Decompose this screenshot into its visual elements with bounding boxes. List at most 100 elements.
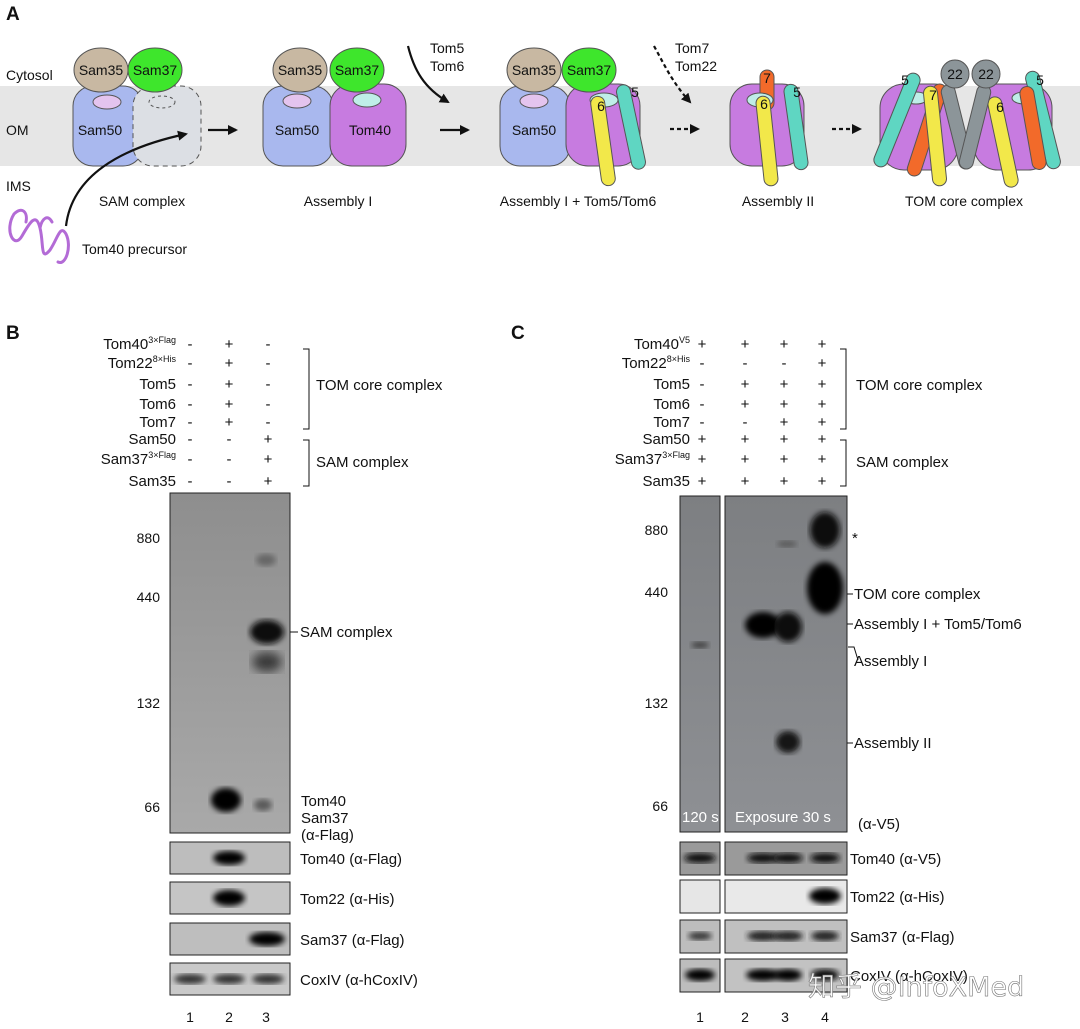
strip-c-label-1: Tom22 (α-His) <box>850 889 945 906</box>
grid-cell-2-1: + <box>741 376 750 393</box>
row-label-3: Tom6 <box>139 396 176 413</box>
row-label-1: Tom228×His <box>108 354 177 372</box>
grid-cell-2-2: + <box>780 376 789 393</box>
strip-b-band-3-2 <box>252 974 284 984</box>
stage-label-assembly1-tom56: Assembly I + Tom5/Tom6 <box>500 193 657 209</box>
band-c-lane4-tom <box>807 562 843 614</box>
grid-cell-7-1: - <box>227 473 232 490</box>
sam35-label-3: Sam35 <box>512 62 557 78</box>
strip-c-band-0-1 <box>747 853 779 863</box>
grid-cell-7-0: - <box>188 473 193 490</box>
strip-b-band-3-1 <box>213 974 245 984</box>
row-label-1: Tom228×His <box>622 354 691 372</box>
lane-b-1: 1 <box>186 1009 194 1025</box>
panel-c-sam-bracket <box>840 439 847 487</box>
arrow-label-tom5: Tom5 <box>430 40 464 56</box>
grid-cell-7-2: + <box>264 473 273 490</box>
marker-66: 66 <box>652 798 668 814</box>
band-c-lane3-high <box>777 541 797 547</box>
grid-cell-6-2: + <box>780 451 789 468</box>
region-om: OM <box>6 122 29 138</box>
grid-cell-3-0: - <box>700 396 705 413</box>
grid-cell-3-2: - <box>266 396 271 413</box>
strip-b-band-2-0 <box>249 932 285 946</box>
row-label-4: Tom7 <box>139 414 176 431</box>
panel-c-sam-label: SAM complex <box>856 454 949 471</box>
tom5-num-5b: 5 <box>1036 72 1044 88</box>
panel-label-a: A <box>6 4 20 25</box>
grid-cell-7-1: + <box>741 473 750 490</box>
marker-66: 66 <box>144 799 160 815</box>
tom5-num-4: 5 <box>793 84 801 100</box>
sam50-pore-3 <box>519 93 549 109</box>
stage-tom-core: 22 22 5 5 7 6 TOM core complex <box>873 59 1061 209</box>
tom22-head-b <box>971 59 1001 89</box>
grid-cell-1-1: + <box>225 355 234 372</box>
label-b-sam37: Sam37 <box>301 810 349 827</box>
strip-c-band-1-0 <box>809 888 841 904</box>
grid-cell-0-0: - <box>188 336 193 353</box>
sam50-pore <box>92 94 122 110</box>
sam37-subunit-2 <box>329 47 385 93</box>
grid-cell-3-3: + <box>818 396 827 413</box>
grid-cell-5-1: - <box>227 431 232 448</box>
row-label-2: Tom5 <box>139 376 176 393</box>
tom22-num-a: 22 <box>947 66 963 82</box>
strip-c-band-0-2 <box>773 853 803 863</box>
panel-b-sam-label: SAM complex <box>316 454 409 471</box>
tom6-num-3: 6 <box>597 98 605 114</box>
tom5-helix <box>616 84 646 170</box>
strip-b-band-1-0 <box>213 890 245 906</box>
tom6-helix-5b <box>987 96 1019 188</box>
arrow-label-tom6: Tom6 <box>430 58 464 74</box>
tom7-num-5: 7 <box>929 87 937 103</box>
strip-b-band-0-0 <box>213 851 245 865</box>
grid-cell-0-2: - <box>266 336 271 353</box>
grid-cell-1-2: - <box>782 355 787 372</box>
label-c-tom-core: TOM core complex <box>854 586 981 603</box>
lane-c-4: 4 <box>821 1009 829 1025</box>
strip-c-label-2: Sam37 (α-Flag) <box>850 929 955 946</box>
grid-cell-7-3: + <box>818 473 827 490</box>
stage-label-sam: SAM complex <box>99 193 185 209</box>
tick-c-asm1 <box>848 646 859 661</box>
tom6-num-5: 6 <box>996 99 1004 115</box>
sam50-label: Sam50 <box>78 122 123 138</box>
panel-label-c: C <box>511 323 525 344</box>
marker-440: 440 <box>645 584 669 600</box>
panel-b-tom-label: TOM core complex <box>316 377 443 394</box>
grid-cell-6-0: + <box>698 451 707 468</box>
strip-b-label-3: CoxIV (α-hCoxIV) <box>300 972 418 989</box>
label-b-tom40: Tom40 <box>301 793 346 810</box>
region-ims: IMS <box>6 178 31 194</box>
band-b-tom40 <box>211 788 241 812</box>
grid-cell-0-0: + <box>698 336 707 353</box>
row-label-7: Sam35 <box>128 473 176 490</box>
sam37-label-3: Sam37 <box>567 62 612 78</box>
stage-assembly-1: Sam35 Sam37 Sam50 Tom40 Assembly I <box>262 47 407 209</box>
panel-c-header: Tom40V5++++Tom228×His---+Tom5-+++Tom6-++… <box>615 335 827 490</box>
grid-cell-1-0: - <box>700 355 705 372</box>
import-arrow <box>64 130 188 227</box>
grid-cell-4-2: + <box>780 414 789 431</box>
arrow-label-tom22: Tom22 <box>675 58 717 74</box>
strip-c-band-2-2 <box>773 931 803 941</box>
strip-c-left-1 <box>679 879 721 914</box>
sam37-label: Sam37 <box>133 62 178 78</box>
grid-cell-1-3: + <box>818 355 827 372</box>
lane-b-3: 3 <box>262 1009 270 1025</box>
band-c-lane3 <box>774 612 802 642</box>
grid-cell-2-3: + <box>818 376 827 393</box>
grid-cell-0-1: + <box>741 336 750 353</box>
precursor-label: Tom40 precursor <box>82 241 187 257</box>
label-c-antibody: (α-V5) <box>858 816 900 833</box>
panel-c-main-blot: 120 s Exposure 30 s <box>679 495 848 833</box>
sam35-label: Sam35 <box>79 62 124 78</box>
sam37-subunit <box>127 47 183 93</box>
grid-cell-6-1: - <box>227 451 232 468</box>
panel-c-gel-30s <box>724 495 848 833</box>
tom7-helix-5b <box>1019 86 1047 170</box>
